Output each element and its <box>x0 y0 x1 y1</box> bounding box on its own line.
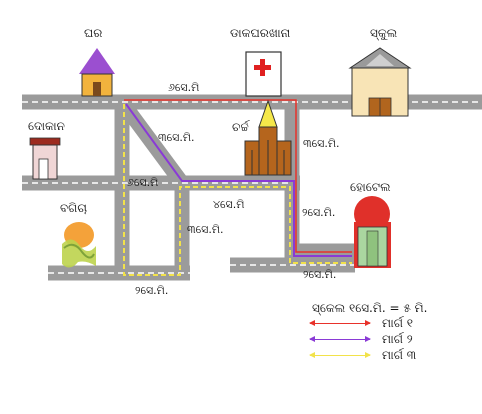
distance-label-bottom-right: ୨ସେ.ମି. <box>303 268 337 281</box>
route-1-line <box>124 99 352 253</box>
route-2-line <box>125 103 352 257</box>
distance-label-diagonal: ୩ସେ.ମି. <box>158 131 195 144</box>
scale-label: ସ୍କେଲ ୧ସେ.ମି. = ୫ ମି. <box>312 301 428 315</box>
route-3-legend-label: ମାର୍ଗ ୩ <box>382 348 417 362</box>
route-2-legend-line <box>309 335 371 342</box>
house-icon <box>79 48 115 97</box>
school-icon <box>348 47 412 117</box>
garden-icon <box>62 222 96 268</box>
route-3-line <box>123 104 352 276</box>
distance-label-right-upper: ୩ସେ.ମି. <box>303 137 340 150</box>
distance-label-bottom-left: ୨ସେ.ମି. <box>135 284 169 297</box>
hotel-label: ହୋଟେଲ <box>350 180 391 194</box>
church-icon <box>244 99 292 176</box>
route-2-legend-label: ମାର୍ଗ ୨ <box>382 332 413 346</box>
school-label: ସ୍କୁଲ <box>370 26 398 40</box>
route-1-legend-line <box>309 319 371 326</box>
shop-label: ଦୋକାନ <box>28 119 65 133</box>
hotel-icon <box>354 196 391 268</box>
distance-label-middle-horizontal: ୪ସେ.ମି <box>213 198 245 211</box>
distance-label-top: ୬ସେ.ମି <box>168 81 200 94</box>
distance-label-middle-vertical: ୩ସେ.ମି. <box>187 223 224 236</box>
garden-label: ବଗିଚା <box>60 201 87 215</box>
route-1-legend-label: ମାର୍ଗ ୧ <box>382 316 413 330</box>
distance-label-left-vertical: ୬ସେ.ମି <box>127 176 159 189</box>
distance-label-right-lower: ୨ସେ.ମି. <box>302 206 336 219</box>
house-label: ଘର <box>84 26 103 40</box>
roads <box>22 94 482 281</box>
church-label: ଚର୍ଚ୍ଚ <box>232 120 249 134</box>
route-3-legend-line <box>309 351 371 358</box>
post-office-label: ଡାକଘରଖାନା <box>230 26 291 40</box>
post-office-icon <box>245 51 282 97</box>
shop-icon <box>29 137 61 180</box>
